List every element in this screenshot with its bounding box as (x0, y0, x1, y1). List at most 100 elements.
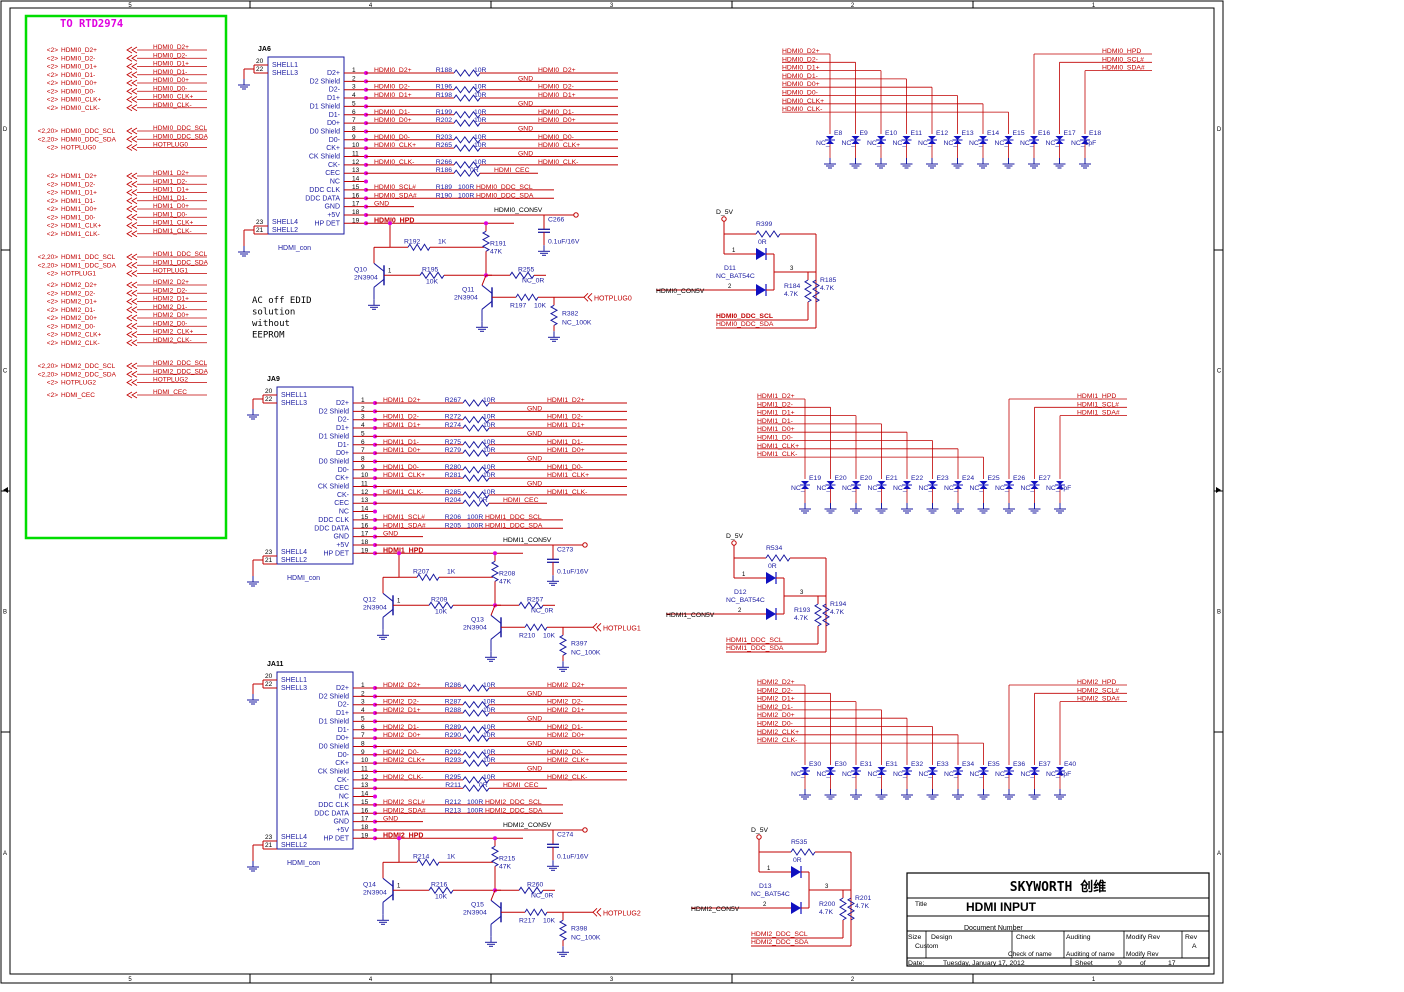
transistor-ground (377, 629, 389, 640)
row-label: A (3, 851, 7, 857)
resistor-value: 10R (483, 397, 496, 404)
company-name: SKYWORTH 创维 (1010, 879, 1106, 895)
connector-pin-label: CEC (334, 785, 349, 792)
tvs-ref: E11 (911, 130, 923, 137)
series-resistor (462, 490, 490, 499)
shell-label: SHELL1 (281, 677, 307, 684)
resistor-ref: R204 (445, 497, 461, 504)
connector-box-frame (24, 14, 228, 540)
net-label: HOTPLUG1 (61, 271, 96, 278)
net-label: HDMI2_D0+ (153, 312, 189, 319)
modify-rev-label: Modify Rev (1126, 934, 1161, 941)
hotplug-label: HOTPLUG1 (603, 625, 641, 632)
net-label: HDMI2_D2+ (61, 282, 97, 289)
resistor-ref: R382 (562, 310, 578, 317)
tvs-ref: E33 (937, 761, 949, 768)
tvs-ref: E40 (1064, 761, 1076, 768)
tvs-net-label: HDMI0_CLK- (782, 106, 822, 113)
tvs-value: NC_ (893, 140, 907, 147)
tvs-diode-upper (902, 136, 911, 140)
connector-pin-label: HP DET (323, 835, 349, 842)
out-net-label: HDMI2_DDC_SDA (485, 807, 543, 814)
pin-net-label: GND (374, 201, 389, 208)
con5v-label: HDMI0_CON5V (494, 207, 543, 214)
tvs-diode-upper (928, 767, 937, 771)
pin-number: 5 (361, 715, 365, 722)
tvs-ground (1003, 789, 1015, 800)
pin-number: 15 (361, 799, 369, 806)
pin-net-label: HDMI1_D2- (383, 414, 419, 421)
pin-number: 8 (352, 125, 356, 132)
check-label: Check (1016, 934, 1036, 941)
junction-dot (397, 551, 401, 556)
tvs-ground (875, 158, 887, 169)
connector-pin-label: DDC DATA (305, 195, 340, 202)
tvs-ref: E32 (911, 761, 923, 768)
connector-pin-label: NC (339, 794, 349, 801)
connector-pin-label: D0- (338, 752, 350, 759)
resistor-ref: R199 (436, 109, 452, 116)
resistor-ref: R186 (436, 167, 452, 174)
cec-resistor (453, 169, 481, 178)
connector-pin-label: D2- (338, 417, 350, 424)
series-resistor (462, 775, 490, 784)
net-label: HDMI1_D1- (153, 195, 187, 202)
out-net-label: HDMI1_D1+ (547, 422, 585, 429)
series-resistor (453, 85, 481, 94)
net-ref: <2> (47, 64, 58, 71)
net-label: HDMI_CEC (153, 389, 187, 396)
tvs-ref: E19 (809, 475, 821, 482)
resistor-value: 1K (447, 853, 456, 860)
tvs-ref: E16 (1038, 130, 1050, 137)
resistor-value: NC_100K (562, 319, 592, 326)
resistor-ref: R214 (413, 853, 429, 860)
resistor-ref: R397 (571, 640, 587, 647)
resistor-ref: R200 (819, 901, 835, 908)
tvs-net-label: HDMI1_SCL# (1077, 401, 1119, 408)
connector-pin-label: D1+ (327, 95, 340, 102)
tvs-diode-lower (979, 485, 988, 489)
pin-number: 22 (265, 681, 273, 688)
port-arrow (126, 379, 138, 386)
tvs-diode-lower (979, 771, 988, 775)
out-net-label: HDMI0_D0+ (538, 117, 576, 124)
resistor-value: NC_0R (531, 892, 553, 899)
resistor-ref: R190 (436, 192, 452, 199)
out-net-label: HDMI1_D2+ (547, 397, 585, 404)
tvs-net-label: HDMI2_D2- (757, 687, 793, 694)
resistor-value: 100R (467, 514, 483, 521)
pin-net-label: HDMI0_CLK+ (374, 142, 416, 149)
pin-net-label: HDMI1_CLK+ (383, 472, 425, 479)
resistor-value: 10R (474, 134, 487, 141)
pin-number: 18 (352, 209, 360, 216)
tvs-ref: E9 (860, 130, 869, 137)
transistor-ground (368, 299, 380, 310)
tvs-net-label: HDMI0_D0- (782, 90, 818, 97)
shell-label: SHELL3 (281, 685, 307, 692)
net-ref: <2> (47, 299, 58, 306)
tvs-diode-lower (903, 485, 911, 489)
resistor-value: 10R (483, 707, 496, 714)
resistor-ref: R274 (445, 422, 461, 429)
pin-number: 11 (361, 481, 368, 488)
tvs-value: NC_ (944, 485, 958, 492)
tvs-value: NC_ (944, 771, 958, 778)
resistor-value: 4.7K (819, 909, 833, 916)
junction-dot (493, 836, 497, 841)
pin-number: 4 (361, 707, 365, 714)
tvs-diode-upper (877, 481, 886, 485)
port-arrow (126, 189, 138, 196)
pin-net-label: HDMI1_D2+ (383, 397, 421, 404)
transistor-ref: Q15 (471, 901, 484, 908)
tvs-ground (1002, 158, 1015, 169)
diode-ref: D11 (724, 265, 736, 272)
resistor-ref: R213 (445, 807, 461, 814)
net-ref: <2> (47, 380, 58, 387)
pin-net-label: HDMI1_SDA# (383, 522, 426, 529)
tvs-net-label: HDMI0_SDA# (1102, 65, 1145, 72)
pulldown-resistor (549, 304, 559, 326)
gnd-net-label: GND (527, 455, 542, 462)
net-label: HDMI2_D1- (153, 304, 187, 311)
tvs-diode-lower (1030, 771, 1039, 775)
pin-net-label: HDMI2_D1- (383, 724, 419, 731)
